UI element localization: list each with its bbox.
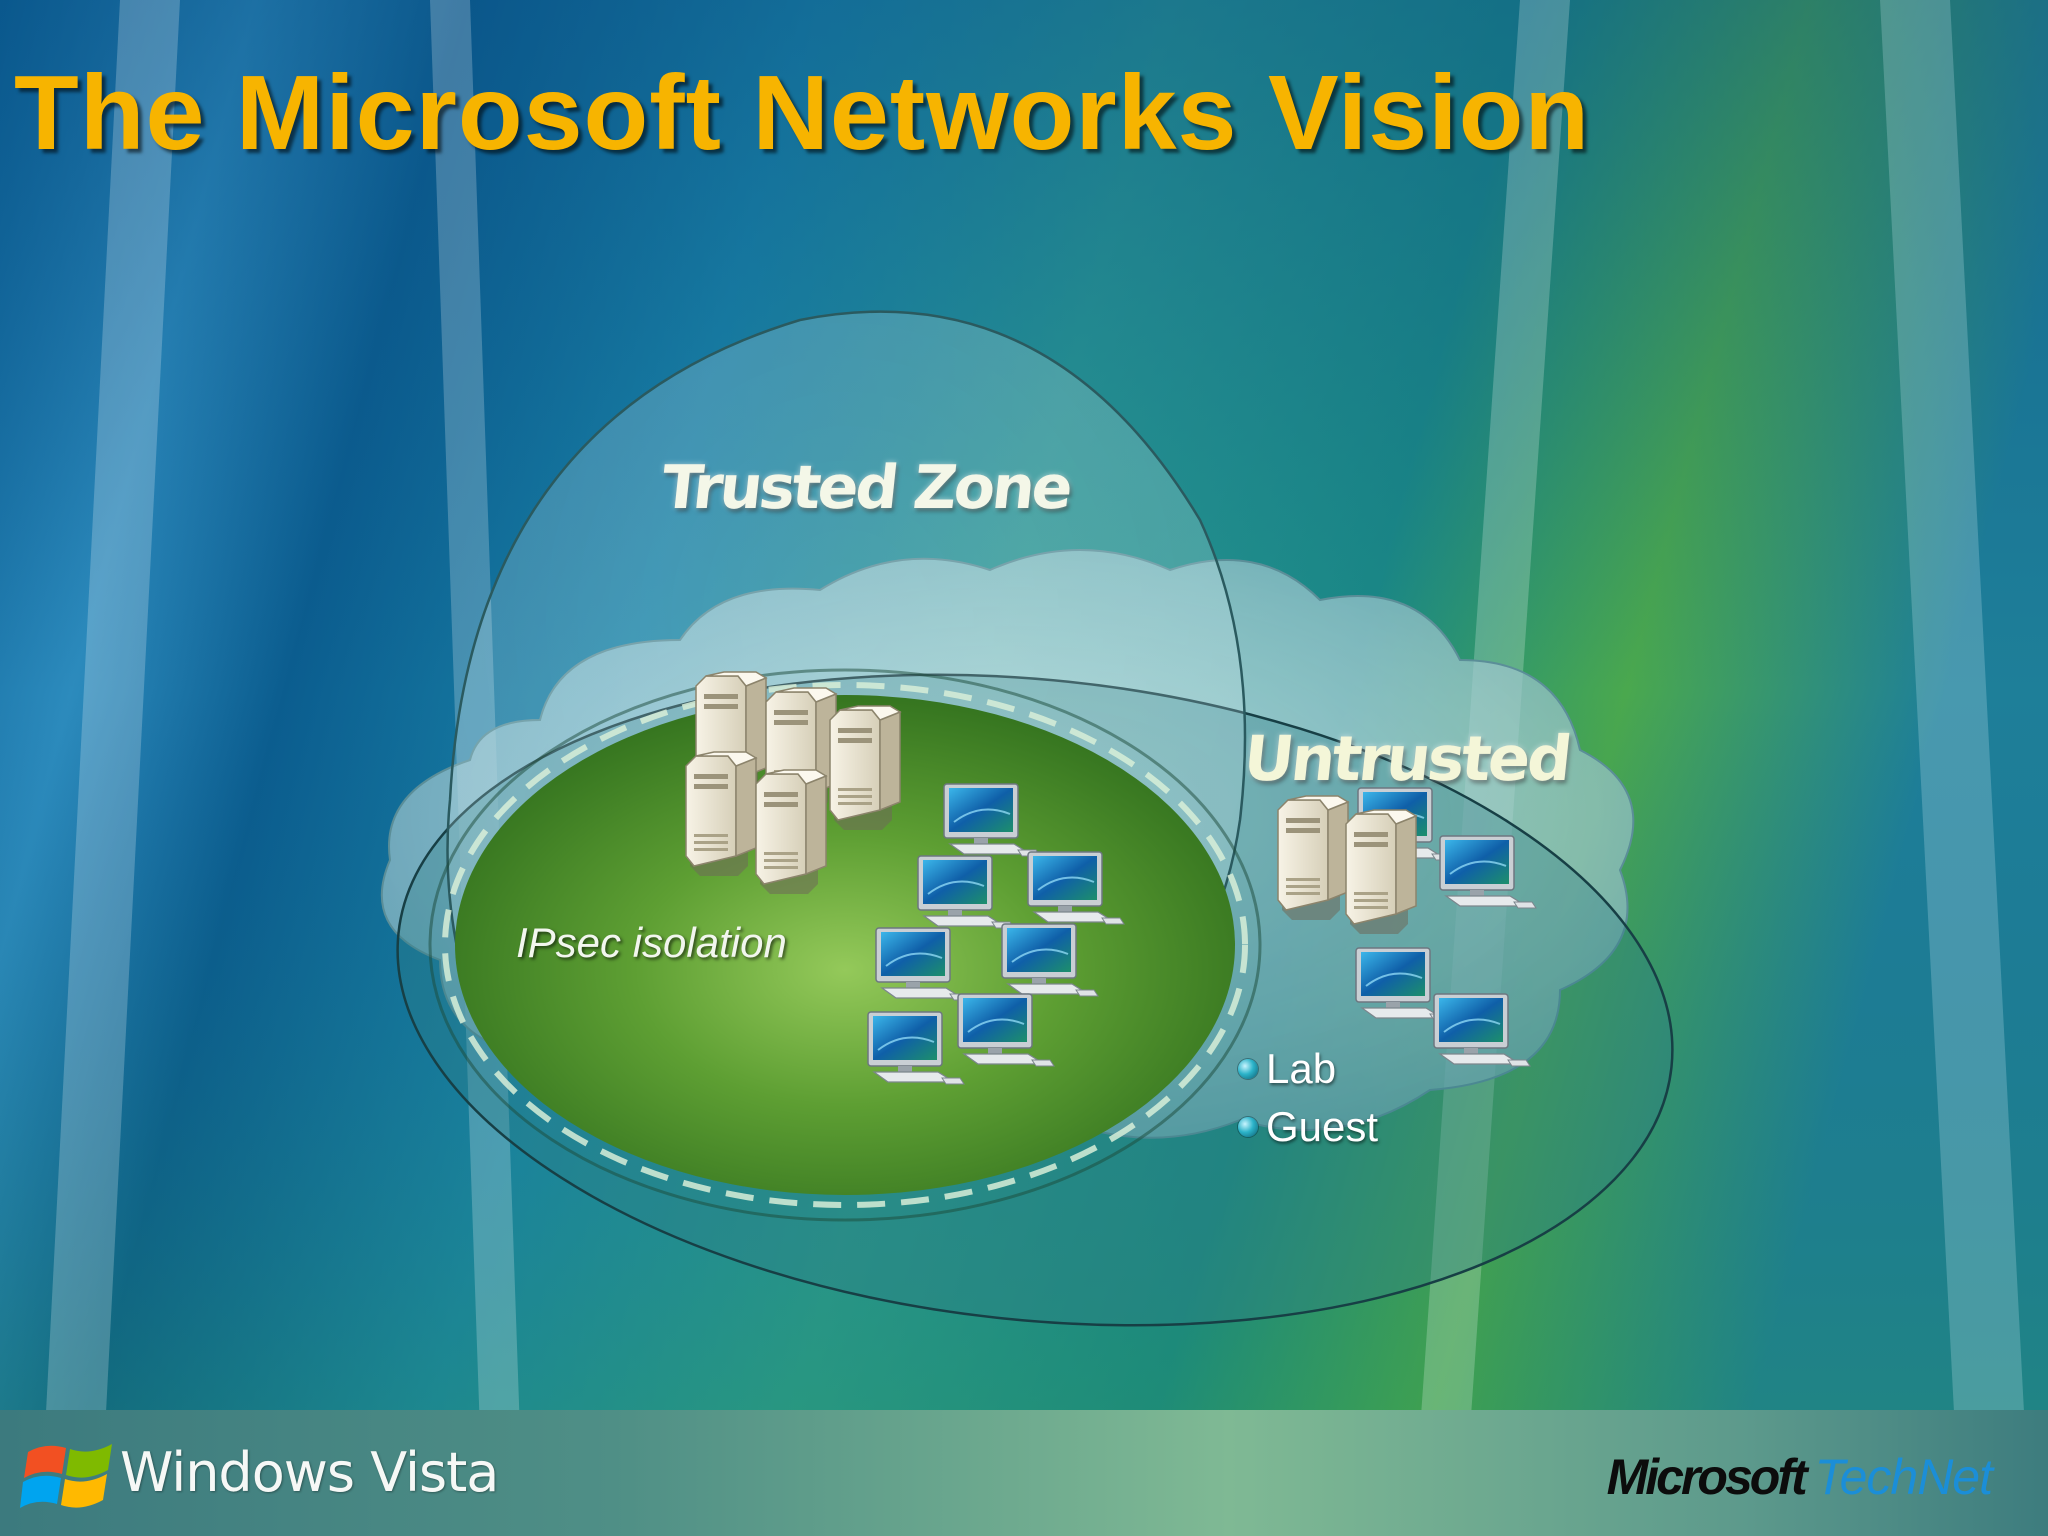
server-icon <box>1277 795 1349 921</box>
server-icon <box>685 751 757 877</box>
trusted-zone-label: Trusted Zone <box>658 453 1074 523</box>
ipsec-isolation-label: IPsec isolation <box>516 919 787 966</box>
ipsec-dashed-boundary <box>442 682 1248 1208</box>
untrusted-items-list: Lab Guest <box>1238 1040 1378 1156</box>
list-item: Guest <box>1238 1098 1378 1156</box>
microsoft-wordmark: Microsoft <box>1606 1449 1808 1505</box>
server-icon <box>755 769 827 895</box>
list-item-label: Guest <box>1266 1103 1379 1150</box>
list-item-label: Lab <box>1266 1045 1337 1092</box>
windows-vista-brand: Windows Vista <box>120 1441 499 1504</box>
server-icon <box>829 705 901 831</box>
ipsec-isolation-area <box>455 695 1235 1195</box>
untrusted-zone-label: Untrusted <box>1240 722 1573 795</box>
server-icon <box>1345 809 1417 935</box>
slide-title: The Microsoft Networks Vision <box>14 54 1591 172</box>
technet-wordmark: TechNet <box>1814 1449 1993 1505</box>
bullet-icon <box>1238 1117 1258 1137</box>
windows-flag-logo-icon <box>20 1444 112 1508</box>
bullet-icon <box>1238 1059 1258 1079</box>
list-item: Lab <box>1238 1040 1378 1098</box>
